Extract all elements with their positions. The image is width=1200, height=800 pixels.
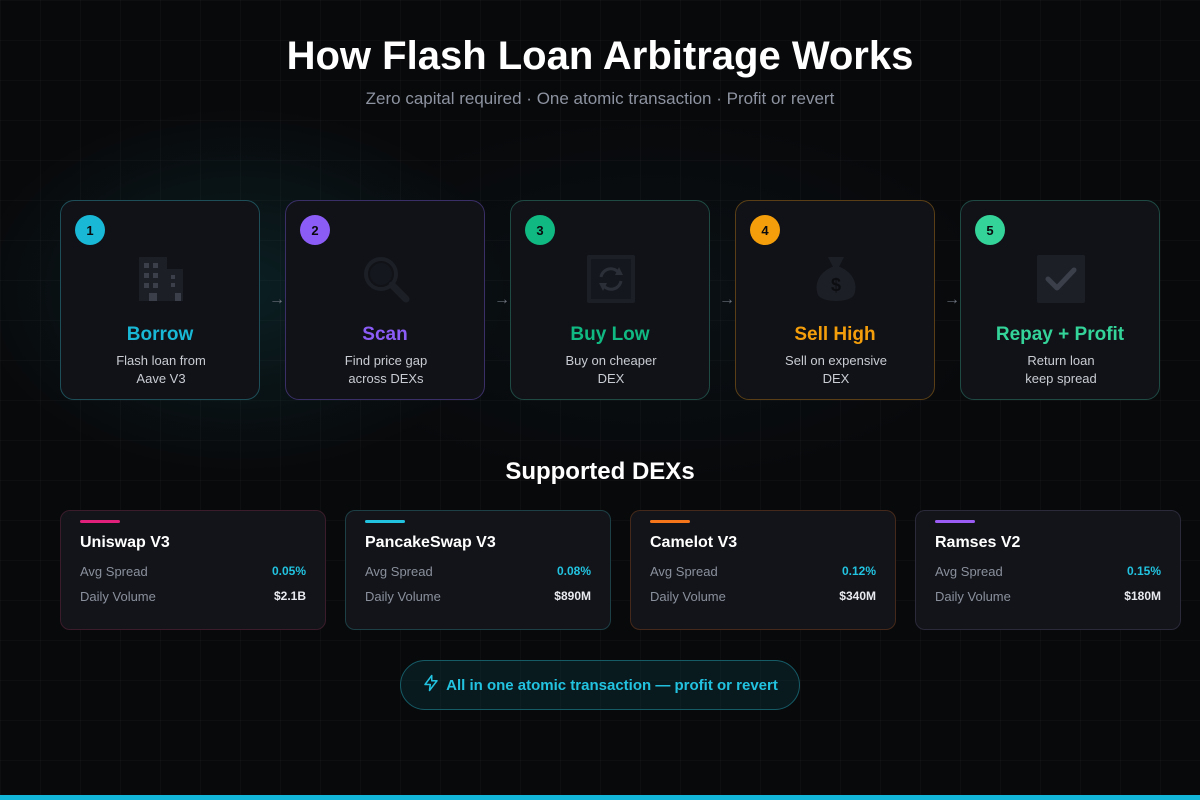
step-number-badge: 5 [975, 215, 1005, 245]
step-label: Repay + Profit [995, 324, 1125, 345]
dex-accent-bar [935, 520, 975, 523]
spread-label: Avg Spread [935, 564, 1003, 579]
step-description-line: Flash loan from [116, 353, 206, 368]
lightning-icon [422, 674, 440, 696]
spread-value: 0.08% [556, 564, 591, 578]
volume-value: $890M [554, 589, 591, 603]
step-card-buy-low: 3 Buy Low Buy on cheaper DEX [510, 200, 710, 400]
volume-label: Daily Volume [935, 589, 1011, 604]
step-label: Scan [362, 324, 408, 345]
page-subtitle: Zero capital required · One atomic trans… [365, 89, 835, 108]
dex-section-title: Supported DEXs [505, 458, 695, 485]
volume-value: $180M [1124, 589, 1161, 603]
dex-spread-row: Avg Spread 0.05% [80, 564, 306, 579]
dex-volume-row: Daily Volume $340M [650, 589, 876, 604]
step-description: Flash loan from Aave V3 [81, 352, 241, 388]
step-card-borrow: 1 Borrow Flash loan from Aave V3 [60, 200, 260, 400]
step-description-line: DEX [597, 371, 625, 386]
spread-value: 0.05% [271, 564, 306, 578]
step-number-badge: 2 [300, 215, 330, 245]
step-card-sell-high: 4 $ Sell High Sell on expensive DEX [735, 200, 935, 400]
step-description: Sell on expensive DEX [756, 352, 916, 388]
dex-card-ramses: Ramses V2 Avg Spread 0.15% Daily Volume … [915, 510, 1181, 630]
step-description-line: DEX [822, 371, 850, 386]
dex-card-uniswap: Uniswap V3 Avg Spread 0.05% Daily Volume… [60, 510, 326, 630]
step-card-repay-profit: 5 Repay + Profit Return loan keep spread [960, 200, 1160, 400]
step-description-line: Return loan [1027, 353, 1095, 368]
step-card-scan: 2 Scan Find price gap across DEXs [285, 200, 485, 400]
dex-card-camelot: Camelot V3 Avg Spread 0.12% Daily Volume… [630, 510, 896, 630]
step-label: Borrow [126, 324, 194, 345]
swap-cycle-icon [585, 253, 637, 305]
step-description-line: Sell on expensive [785, 353, 887, 368]
step-number-badge: 4 [750, 215, 780, 245]
flow-arrow-icon: → [494, 291, 510, 308]
magnifier-icon [360, 253, 412, 305]
dex-spread-row: Avg Spread 0.15% [935, 564, 1161, 579]
spread-label: Avg Spread [80, 564, 148, 579]
dex-spread-row: Avg Spread 0.08% [365, 564, 591, 579]
dex-accent-bar [80, 520, 120, 523]
step-description-line: Buy on cheaper [565, 353, 657, 368]
spread-value: 0.15% [1126, 564, 1161, 578]
volume-value: $340M [839, 589, 876, 603]
flow-arrow-icon: → [719, 291, 735, 308]
step-description-line: Find price gap [344, 353, 428, 368]
bottom-accent-bar [0, 795, 1200, 800]
page-title: How Flash Loan Arbitrage Works [286, 34, 914, 78]
volume-value: $2.1B [273, 589, 306, 603]
dex-spread-row: Avg Spread 0.12% [650, 564, 876, 579]
dex-name: PancakeSwap V3 [365, 534, 496, 551]
money-bag-icon: $ [810, 253, 862, 305]
dex-accent-bar [650, 520, 690, 523]
step-number-badge: 3 [525, 215, 555, 245]
step-label: Buy Low [570, 324, 650, 345]
step-description-line: keep spread [1025, 371, 1097, 386]
svg-text:$: $ [831, 275, 841, 295]
step-description-line: Aave V3 [136, 371, 186, 386]
dex-volume-row: Daily Volume $2.1B [80, 589, 306, 604]
spread-label: Avg Spread [365, 564, 433, 579]
spread-value: 0.12% [841, 564, 876, 578]
dex-name: Camelot V3 [650, 534, 738, 551]
step-description: Return loan keep spread [981, 352, 1141, 388]
dex-volume-row: Daily Volume $180M [935, 589, 1161, 604]
banner-text: All in one atomic transaction — profit o… [446, 676, 778, 694]
atomic-transaction-banner: All in one atomic transaction — profit o… [400, 660, 800, 710]
volume-label: Daily Volume [650, 589, 726, 604]
dex-card-pancakeswap: PancakeSwap V3 Avg Spread 0.08% Daily Vo… [345, 510, 611, 630]
check-box-icon [1035, 253, 1087, 305]
bank-building-icon [135, 253, 187, 305]
step-label: Sell High [794, 324, 876, 345]
dex-name: Uniswap V3 [80, 534, 170, 551]
dex-name: Ramses V2 [935, 534, 1021, 551]
volume-label: Daily Volume [365, 589, 441, 604]
step-number-badge: 1 [75, 215, 105, 245]
dex-accent-bar [365, 520, 405, 523]
step-description-line: across DEXs [348, 371, 424, 386]
spread-label: Avg Spread [650, 564, 718, 579]
volume-label: Daily Volume [80, 589, 156, 604]
step-description: Buy on cheaper DEX [531, 352, 691, 388]
flow-arrow-icon: → [944, 291, 960, 308]
dex-volume-row: Daily Volume $890M [365, 589, 591, 604]
flow-arrow-icon: → [269, 291, 285, 308]
step-description: Find price gap across DEXs [306, 352, 466, 388]
